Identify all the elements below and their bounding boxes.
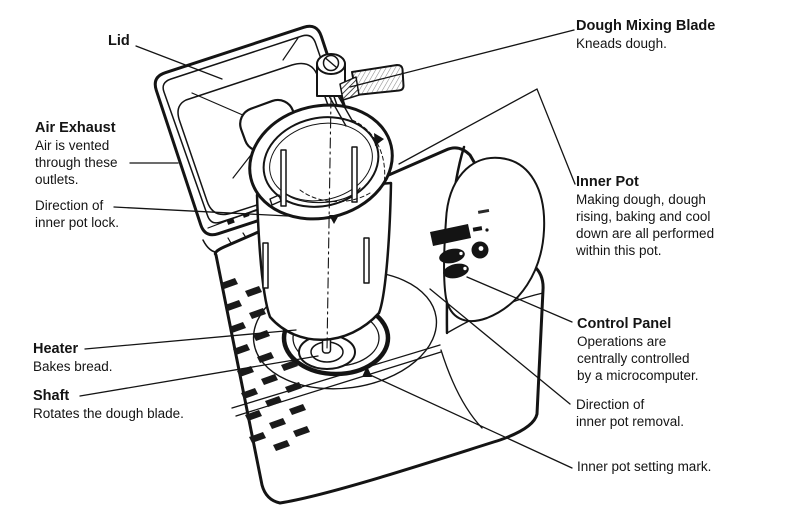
label-inner-pot-removal: Direction of inner pot removal. xyxy=(576,397,685,429)
control-panel-title: Control Panel xyxy=(577,316,672,332)
heater-title: Heater xyxy=(33,341,79,357)
control-panel-drawing xyxy=(430,156,546,323)
label-air-exhaust: Air Exhaust Air is vented through these … xyxy=(35,120,118,187)
inner-pot-drawing xyxy=(239,97,394,351)
inner-pot-title: Inner Pot xyxy=(576,174,639,190)
dough-mixing-blade-title: Dough Mixing Blade xyxy=(576,18,716,34)
label-heater: Heater Bakes bread. xyxy=(33,341,113,374)
shaft-leader xyxy=(79,355,319,397)
label-inner-pot: Inner Pot Making dough, dough rising, ba… xyxy=(576,174,715,258)
inner-pot-removal-leader xyxy=(429,288,571,405)
control-panel-leader xyxy=(466,276,573,323)
air-exhaust-title: Air Exhaust xyxy=(35,120,116,136)
label-lid: Lid xyxy=(108,33,130,50)
label-shaft: Shaft Rotates the dough blade. xyxy=(33,388,184,421)
panel-oval-button-2 xyxy=(443,263,469,279)
leader-lines xyxy=(79,29,576,469)
dough-mixing-blade-leader xyxy=(349,29,575,88)
inner-pot-lock-leader xyxy=(113,206,289,217)
label-inner-pot-setting-mark: Inner pot setting mark. xyxy=(577,459,712,474)
air-exhaust-vents xyxy=(221,278,310,451)
inner-pot-setting-mark-leader xyxy=(367,373,573,469)
lid-title: Lid xyxy=(108,33,130,49)
lid-leader xyxy=(135,45,223,80)
shaft-title: Shaft xyxy=(33,388,70,404)
panel-oval-button-1 xyxy=(439,248,465,264)
panel-brand-mark xyxy=(477,208,490,214)
inner-pot-leader xyxy=(398,88,576,185)
heater-leader xyxy=(84,329,297,350)
label-inner-pot-lock: Direction of inner pot lock. xyxy=(35,198,120,230)
panel-display xyxy=(430,224,471,246)
label-dough-mixing-blade: Dough Mixing Blade Kneads dough. xyxy=(576,18,716,51)
label-control-panel: Control Panel Operations are centrally c… xyxy=(577,316,699,383)
